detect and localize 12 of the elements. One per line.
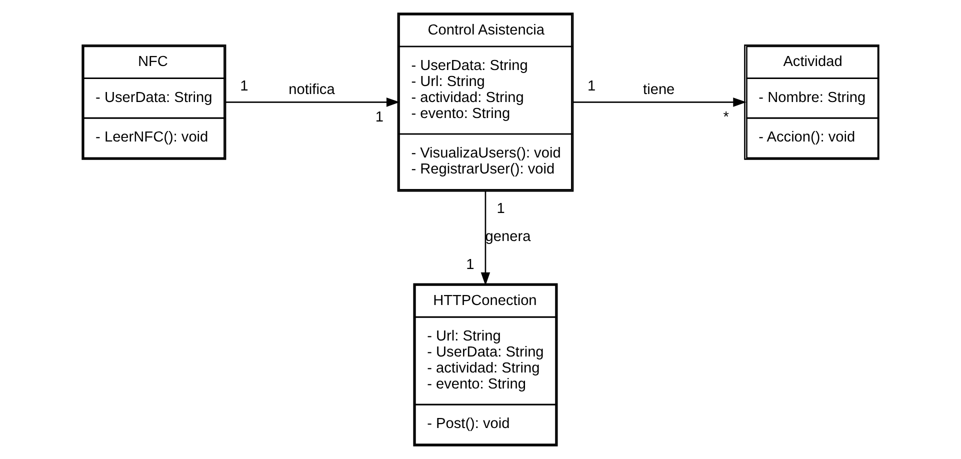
arrow xyxy=(573,98,746,107)
label: 1 xyxy=(466,257,474,274)
label: 1 xyxy=(588,78,596,95)
edge-label: tiene xyxy=(643,82,675,98)
label: 1 xyxy=(240,78,248,95)
edge-label: genera xyxy=(485,229,531,246)
arrow xyxy=(480,191,490,286)
edge-label: notifica xyxy=(288,82,335,98)
label: 1 xyxy=(496,201,505,218)
arrow xyxy=(226,98,400,107)
label: 1 xyxy=(375,109,384,126)
label: * xyxy=(723,109,729,126)
